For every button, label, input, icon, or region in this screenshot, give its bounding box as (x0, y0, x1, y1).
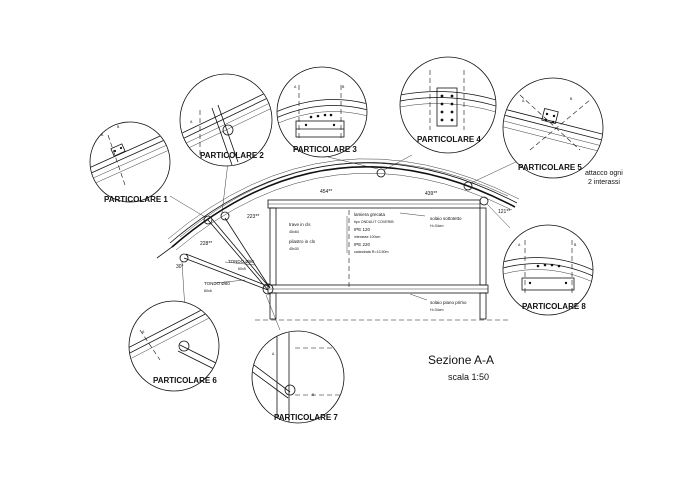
detail-7-mark-a: A (272, 352, 275, 356)
dim-439: 439** (425, 191, 437, 197)
detail-2-label: PARTICOLARE 2 (200, 151, 264, 160)
detail-7-mark-b: B (312, 393, 315, 397)
dim-121: 121** (498, 209, 510, 215)
annot-pilastro-size: 45x30 (289, 247, 299, 251)
dim-228: 228** (200, 241, 212, 247)
drawing-title-block: Sezione A-A scala 1:50 (428, 353, 494, 382)
detail-8-label: PARTICOLARE 8 (522, 302, 586, 311)
dim-30: 30° (176, 264, 184, 270)
detail-5-note-2: 2 interassi (588, 179, 620, 186)
detail-8: A B PARTICOLARE 8 (502, 224, 594, 316)
annot-tondo2: TONDO Ø80 (204, 281, 230, 286)
detail-2-mark-a: A (190, 120, 193, 124)
drawing-scale: scala 1:50 (448, 372, 489, 382)
annot-tondo1: TONDO Ø60 (228, 259, 254, 264)
detail-6: A PARTICOLARE 6 (128, 300, 220, 392)
annot-interasse: interasse 100cm (354, 235, 380, 239)
detail-1-mark-a: A (101, 133, 104, 137)
detail-2: A PARTICOLARE 2 (179, 73, 273, 167)
detail-5: A B PARTICOLARE 5 attacco ogni 2 interas… (502, 77, 623, 186)
dim-454: 454** (320, 189, 332, 195)
detail-8-mark-a: A (518, 243, 521, 247)
annot-ipe120: IPE 120 (354, 227, 371, 232)
detail-1: A B PARTICOLARE 1 (89, 121, 171, 204)
detail-1-mark-b: B (117, 125, 120, 129)
annot-tondo2-size: 80x6 (204, 289, 212, 293)
annot-pilastro: pilastro in cls (289, 239, 316, 244)
detail-6-mark-a: A (142, 330, 145, 334)
detail-3: A B PARTICOLARE 3 (276, 66, 368, 158)
detail-4: PARTICOLARE 4 (399, 56, 497, 154)
detail-3-label: PARTICOLARE 3 (293, 145, 357, 154)
annot-solaio-piano: solaio piano primo (430, 300, 467, 305)
annot-solaio-sottotetto-h: H=34cm (430, 224, 443, 228)
annot-solaio-piano-h: H=34cm (430, 308, 443, 312)
main-section: 454** 439** 223** 228** 121** 30° trave … (156, 158, 520, 321)
detail-3-mark-a: A (294, 85, 297, 89)
drawing-title: Sezione A-A (428, 353, 494, 367)
annot-lamiera: lamiera grecata (354, 212, 386, 217)
detail-6-label: PARTICOLARE 6 (153, 376, 217, 385)
detail-5-label: PARTICOLARE 5 (518, 163, 582, 172)
annot-ipe220: IPE 220 (354, 242, 371, 247)
annot-trave-size: 45x84 (289, 230, 299, 234)
annot-trave: trave in cls (289, 222, 311, 227)
annot-tondo1-size: 60x5 (238, 267, 246, 271)
annot-lamiera-type: tipo ONDULIT COVERIB (354, 220, 394, 224)
detail-5-mark-b: B (570, 97, 573, 101)
dim-223: 223** (247, 214, 259, 220)
annot-solaio-sottotetto: solaio sottotetto (430, 216, 462, 221)
detail-8-mark-b: B (574, 243, 577, 247)
detail-1-label: PARTICOLARE 1 (104, 195, 168, 204)
detail-5-mark-a: A (522, 99, 525, 103)
detail-3-mark-b: B (342, 85, 345, 89)
detail-7: A B PARTICOLARE 7 (251, 330, 345, 424)
detail-4-label: PARTICOLARE 4 (417, 135, 481, 144)
annot-calandrata: calandrata R=13.50m (354, 250, 388, 254)
detail-5-note-1: attacco ogni (585, 170, 623, 177)
detail-7-label: PARTICOLARE 7 (274, 413, 338, 422)
